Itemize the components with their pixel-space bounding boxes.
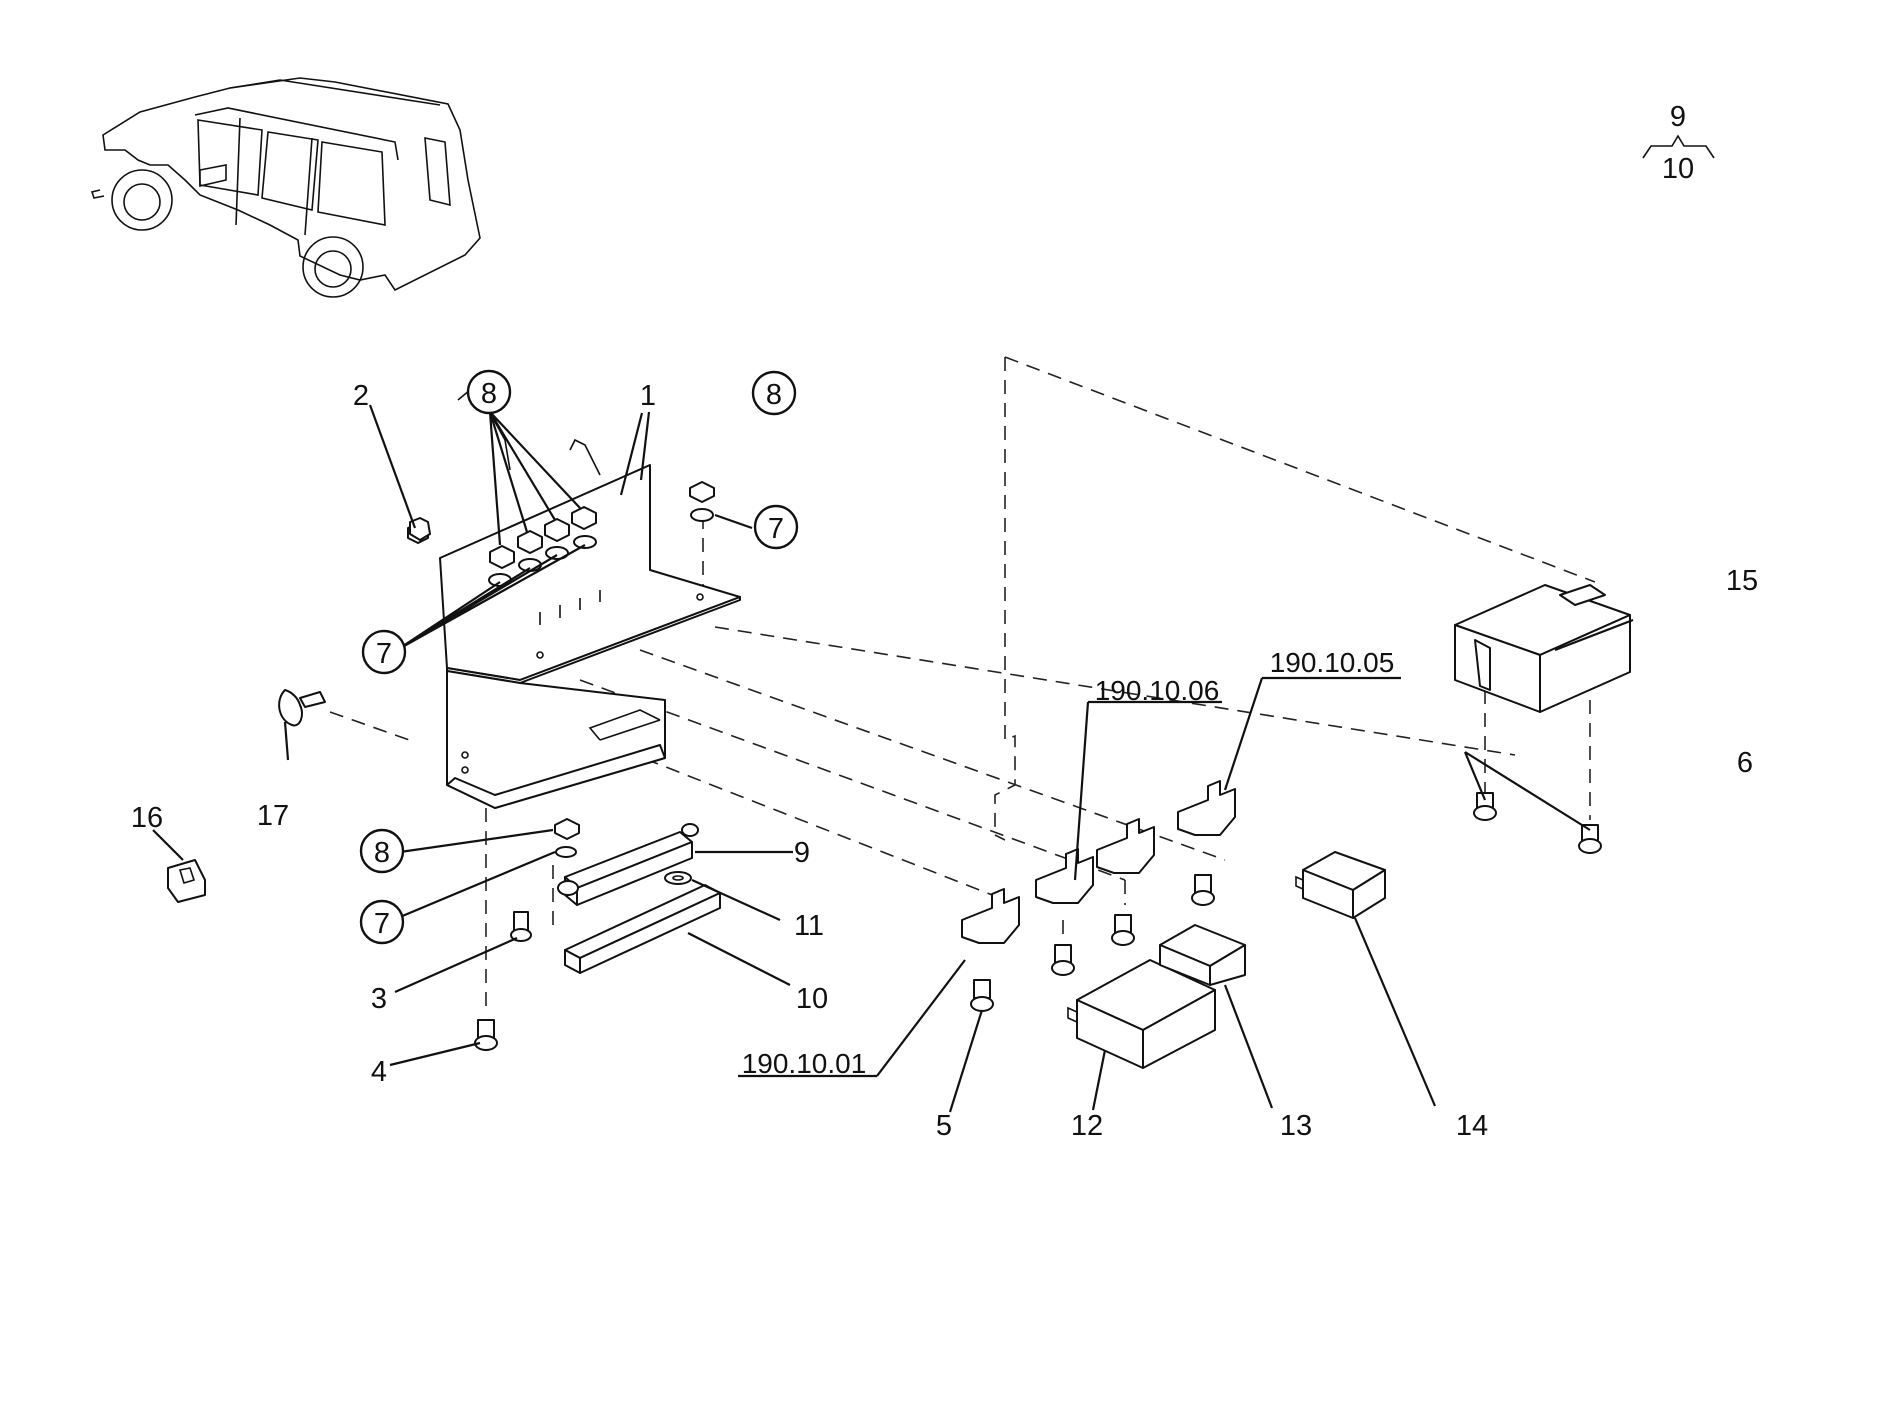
connector-housing bbox=[167, 859, 206, 903]
relay-13 bbox=[1159, 924, 1246, 986]
control-unit bbox=[1454, 584, 1631, 713]
small-clip bbox=[664, 871, 692, 885]
callout-8a: 8 bbox=[481, 378, 497, 410]
reference-leader-lines bbox=[738, 676, 1401, 1078]
callout-7a: 7 bbox=[768, 513, 784, 545]
bar-part bbox=[564, 884, 721, 974]
callout-2: 2 bbox=[353, 380, 369, 412]
callout-7b-circle bbox=[361, 629, 407, 675]
callout-7c: 7 bbox=[374, 908, 390, 940]
callout-3: 3 bbox=[371, 983, 387, 1015]
callout-8b: 8 bbox=[766, 379, 782, 411]
grommet bbox=[409, 517, 431, 541]
callout-8c-circle bbox=[359, 828, 405, 874]
callout-5: 5 bbox=[936, 1110, 952, 1142]
cross-references: 190.10.06 190.10.05 190.10.01 bbox=[742, 647, 1395, 1079]
callout-1: 1 bbox=[640, 380, 656, 412]
callout-8b-circle bbox=[751, 370, 797, 416]
reference-190-10-01: 190.10.01 bbox=[742, 1048, 867, 1079]
callout-6: 6 bbox=[1737, 747, 1753, 779]
large-relay bbox=[1067, 959, 1216, 1069]
leader-lines bbox=[152, 404, 1634, 1113]
circled-callouts: 8 8 7 7 8 7 bbox=[359, 369, 799, 945]
callout-4: 4 bbox=[371, 1056, 387, 1088]
screws-group bbox=[474, 792, 1602, 1051]
page-range-top: 9 bbox=[1670, 101, 1686, 133]
callout-9: 9 bbox=[794, 837, 810, 869]
page-range-bottom: 10 bbox=[1662, 153, 1694, 185]
relay-14 bbox=[1295, 851, 1386, 919]
callout-7b: 7 bbox=[376, 638, 392, 670]
callout-11: 11 bbox=[794, 910, 824, 942]
callout-15: 15 bbox=[1726, 565, 1758, 597]
vehicle-locator-sketch bbox=[90, 77, 481, 298]
callout-8a-circle bbox=[466, 369, 512, 415]
reference-190-10-06: 190.10.06 bbox=[1095, 675, 1220, 706]
callout-8c: 8 bbox=[374, 837, 390, 869]
callout-13: 13 bbox=[1280, 1110, 1312, 1142]
callout-labels: 2 1 3 4 5 6 9 10 11 12 13 14 15 16 17 bbox=[131, 380, 1758, 1142]
mounting-bracket bbox=[439, 389, 741, 809]
callout-7a-circle bbox=[753, 504, 799, 550]
callout-16: 16 bbox=[131, 802, 163, 834]
callout-12: 12 bbox=[1071, 1110, 1103, 1142]
callout-10: 10 bbox=[796, 983, 828, 1015]
cable-tie bbox=[278, 689, 326, 727]
callout-17: 17 bbox=[257, 800, 289, 832]
reference-190-10-05: 190.10.05 bbox=[1270, 647, 1395, 678]
callout-14: 14 bbox=[1456, 1110, 1488, 1142]
callout-7c-circle bbox=[359, 899, 405, 945]
page-range-indicator: 9 10 bbox=[1642, 101, 1715, 185]
terminal-strip bbox=[557, 823, 699, 906]
relay-holders bbox=[961, 780, 1236, 944]
